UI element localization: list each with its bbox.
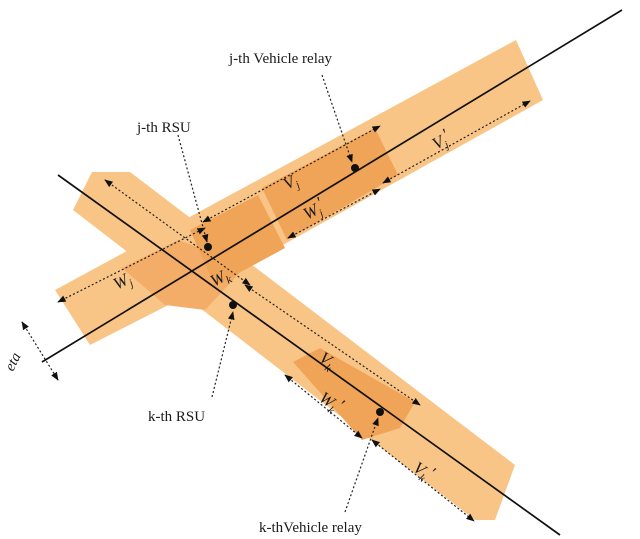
road-width-dimension bbox=[21, 321, 59, 381]
j-rsu-label: j-th RSU bbox=[136, 120, 191, 136]
j-vehicle-relay-label: j-th Vehicle relay bbox=[228, 51, 333, 67]
k-rsu-node bbox=[229, 301, 237, 309]
j-vehicle-relay-node bbox=[351, 164, 359, 172]
Vk-prime-dimension bbox=[371, 439, 475, 522]
Wk-dimension bbox=[104, 179, 251, 286]
k-vehicle-relay-node bbox=[376, 408, 384, 416]
road-width-label: eta bbox=[2, 350, 24, 373]
k-vehicle-relay-label: k-thVehicle relay bbox=[259, 520, 362, 536]
Vj-prime-dimension bbox=[382, 100, 531, 184]
j-vehicle-relay-pointer bbox=[321, 74, 353, 163]
j-rsu-pointer bbox=[177, 134, 209, 243]
k-rsu-pointer bbox=[211, 311, 235, 398]
Vk-dimension bbox=[244, 284, 421, 406]
j-rsu-node bbox=[204, 243, 212, 251]
k-rsu-label: k-th RSU bbox=[148, 409, 205, 425]
Wj-prime-dimension bbox=[287, 188, 381, 239]
